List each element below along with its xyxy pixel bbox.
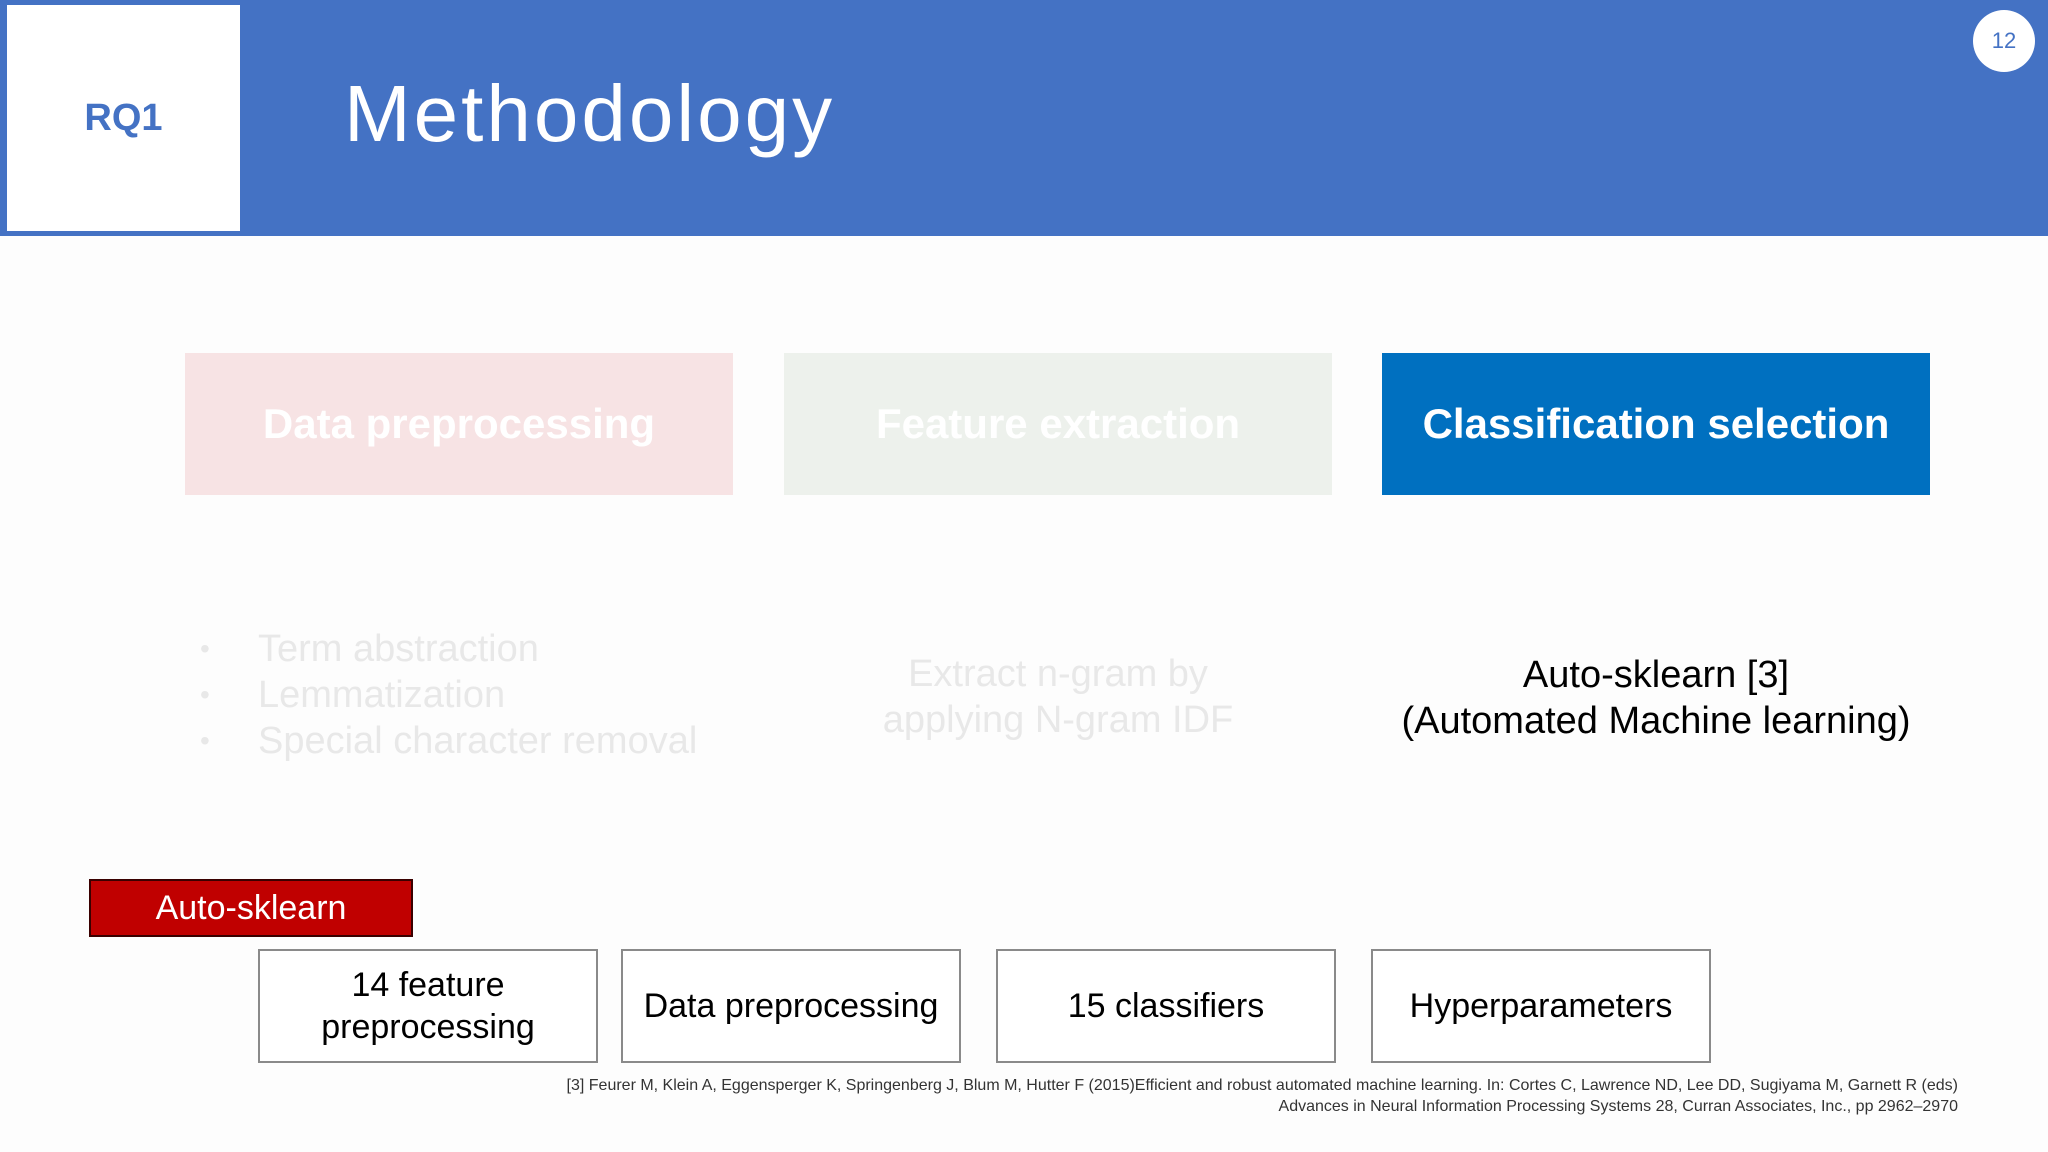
slide-title: Methodology: [344, 69, 836, 158]
page-number-badge: 12: [1973, 10, 2035, 72]
rq-label: RQ1: [84, 96, 163, 139]
description-line: applying N-gram IDF: [882, 699, 1234, 741]
component-data-preprocessing: Data preprocessing: [621, 949, 961, 1063]
reference-line: [3] Feurer M, Klein A, Eggensperger K, S…: [566, 1077, 1958, 1094]
bullet-item: • Term abstraction: [200, 626, 697, 672]
bullet-text: Term abstraction: [258, 628, 539, 670]
bullet-item: • Special character removal: [200, 718, 697, 764]
component-classifiers: 15 classifiers: [996, 949, 1336, 1063]
bullet-dot-icon: •: [200, 633, 210, 664]
component-line: Data preprocessing: [643, 987, 939, 1025]
bullet-text: Special character removal: [258, 720, 698, 762]
stage-1-bullet-list: • Term abstraction • Lemmatization • Spe…: [200, 626, 697, 764]
stage-feature-extraction: Feature extraction: [784, 353, 1332, 495]
bullet-dot-icon: •: [200, 679, 210, 710]
rq-badge: RQ1: [7, 5, 240, 231]
description-line: Extract n-gram by: [908, 653, 1208, 695]
description-line: (Automated Machine learning): [1401, 700, 1911, 742]
stage-2-description: Extract n-gram by applying N-gram IDF: [784, 651, 1332, 743]
bullet-dot-icon: •: [200, 725, 210, 756]
component-line: 15 classifiers: [1067, 987, 1265, 1025]
reference-footnote: [3] Feurer M, Klein A, Eggensperger K, S…: [420, 1075, 1958, 1117]
stage-3-description: Auto-sklearn [3] (Automated Machine lear…: [1362, 652, 1950, 744]
stage-data-preprocessing: Data preprocessing: [185, 353, 733, 495]
slide-header: RQ1 Methodology 12: [0, 0, 2048, 236]
description-line: Auto-sklearn [3]: [1522, 654, 1790, 696]
auto-sklearn-label: Auto-sklearn: [89, 879, 413, 937]
bullet-item: • Lemmatization: [200, 672, 697, 718]
component-feature-preprocessing: 14 feature preprocessing: [258, 949, 598, 1063]
reference-line: Advances in Neural Information Processin…: [1278, 1098, 1958, 1115]
component-hyperparameters: Hyperparameters: [1371, 949, 1711, 1063]
bullet-text: Lemmatization: [258, 674, 506, 716]
component-line: 14 feature: [351, 966, 505, 1004]
component-line: Hyperparameters: [1409, 987, 1673, 1025]
stage-classification-selection: Classification selection: [1382, 353, 1930, 495]
component-line: preprocessing: [321, 1008, 535, 1046]
